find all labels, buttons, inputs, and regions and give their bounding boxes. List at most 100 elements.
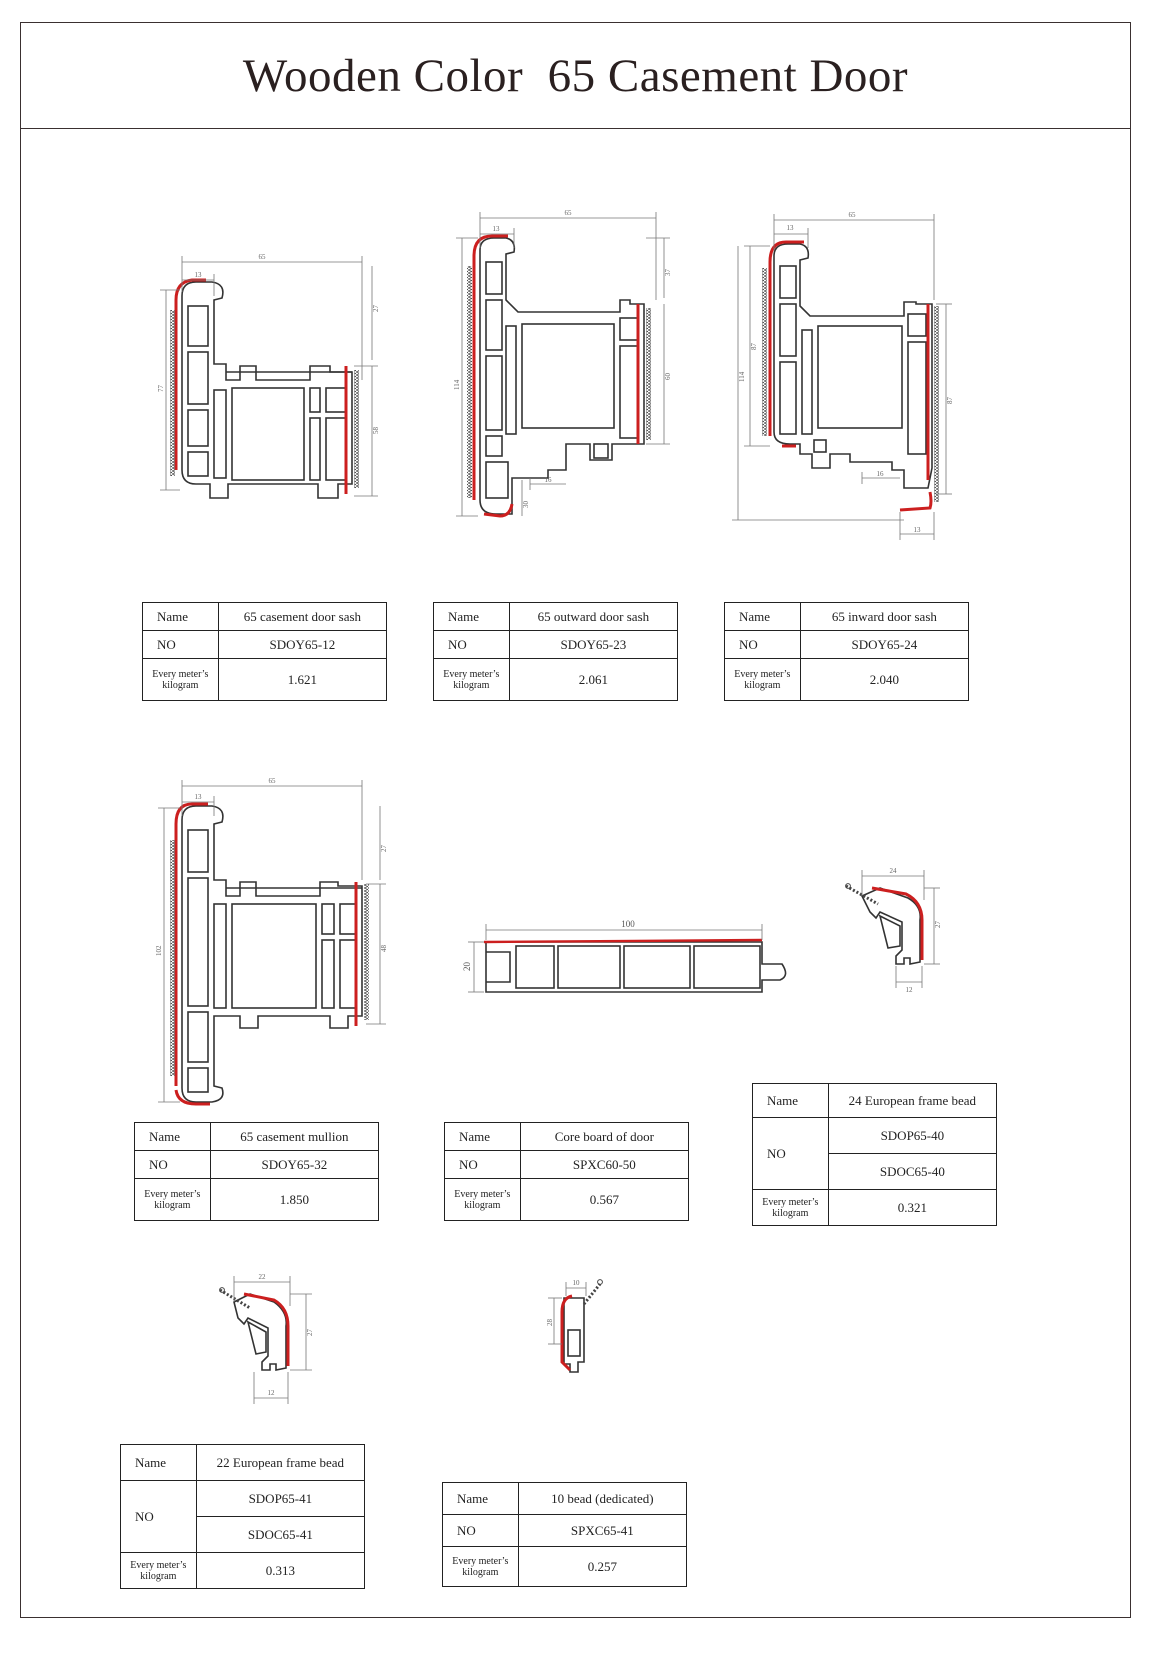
page-title: Wooden Color 65 Casement Door [242,49,909,102]
profile-core-board: 100 20 [462,919,787,993]
product-name: Core board of door [519,1122,690,1151]
name-label: Name [444,1122,521,1151]
name-label: Name [752,1083,829,1118]
product-name: 65 casement mullion [209,1122,380,1151]
product-kg: 1.621 [217,658,388,701]
product-kg: 0.567 [519,1178,690,1221]
dim-p2-top: 37 [664,269,672,277]
product-kg: 1.850 [209,1178,380,1221]
no-label: NO [433,630,510,659]
dim-p6-height: 27 [934,921,942,929]
name-label: Name [134,1122,211,1151]
dim-p3-height: 114 [738,371,746,382]
name-label: Name [120,1444,197,1481]
product-no: SDOY65-23 [508,630,679,659]
name-label: Name [142,602,219,631]
name-label: Name [433,602,510,631]
product-no-2: SDOC65-41 [195,1516,366,1553]
profile-outward-door-sash: 65 13 37 60 114 16 30 [453,209,672,518]
dim-p4-top: 27 [380,845,388,853]
product-name: 65 inward door sash [799,602,970,631]
product-kg: 0.313 [195,1552,366,1589]
dim-p7-base: 12 [268,1389,276,1397]
dim-p1-glass: 58 [372,427,380,435]
dim-p7-width: 22 [259,1273,267,1281]
dim-p2-glass: 60 [664,373,672,381]
no-label: NO [142,630,219,659]
no-label: NO [752,1117,829,1190]
dim-p7-height: 27 [306,1329,314,1337]
profile-casement-mullion: 65 13 27 102 48 [155,777,388,1106]
product-kg: 2.040 [799,658,970,701]
product-no: SDOY65-12 [217,630,388,659]
product-no-2: SDOC65-40 [827,1153,998,1190]
dim-p6-base: 12 [906,986,914,994]
dim-p5-height: 20 [462,962,472,972]
name-label: Name [724,602,801,631]
title-band: Wooden Color 65 Casement Door [21,23,1130,129]
product-no: SPXC65-41 [517,1514,688,1547]
product-name: 65 outward door sash [508,602,679,631]
product-name: 10 bead (dedicated) [517,1482,688,1515]
product-name: 65 casement door sash [217,602,388,631]
product-name: 24 European frame bead [827,1083,998,1118]
dim-p4-width: 65 [269,777,277,785]
product-kg: 0.321 [827,1189,998,1226]
dim-p8-height: 28 [546,1319,554,1327]
dim-p4-height: 102 [155,945,163,956]
name-label: Name [442,1482,519,1515]
dim-p3-inner: 87 [750,343,758,351]
profile-inward-door-sash: 65 13 87 114 87 16 13 [732,211,954,540]
product-no-1: SDOP65-40 [827,1117,998,1154]
no-label: NO [442,1514,519,1547]
dim-p3-width: 65 [849,211,857,219]
dim-p4-glass: 48 [380,945,388,953]
product-no: SDOY65-32 [209,1150,380,1179]
product-kg: 0.257 [517,1546,688,1587]
dim-p2-height: 114 [453,379,461,390]
dim-p4-lip: 13 [195,793,203,801]
dim-p8-width: 10 [573,1279,581,1287]
dim-p3-step: 16 [877,470,885,478]
no-label: NO [444,1150,521,1179]
dim-p1-lip: 13 [195,271,203,279]
dim-p2-width: 65 [565,209,573,217]
dim-p1-height: 77 [157,385,165,393]
no-label: NO [120,1480,197,1553]
product-no-1: SDOP65-41 [195,1480,366,1517]
dim-p1-width: 65 [259,253,267,261]
dim-p5-width: 100 [621,919,635,929]
no-label: NO [134,1150,211,1179]
profile-10-bead: 10 28 [546,1279,603,1373]
dim-p6-width: 24 [890,867,898,875]
profile-casement-door-sash: 65 13 27 77 58 [157,253,380,499]
dim-p1-top: 27 [372,305,380,313]
product-name: 22 European frame bead [195,1444,366,1481]
dim-p2-base: 30 [522,501,530,509]
sheet-frame: Wooden Color 65 Casement Door [20,22,1131,1618]
product-no: SDOY65-24 [799,630,970,659]
product-no: SPXC60-50 [519,1150,690,1179]
no-label: NO [724,630,801,659]
dim-p3-base: 13 [914,526,922,534]
product-kg: 2.061 [508,658,679,701]
profile-22-frame-bead: 22 27 12 [219,1273,314,1404]
dim-p3-right: 87 [946,397,954,405]
